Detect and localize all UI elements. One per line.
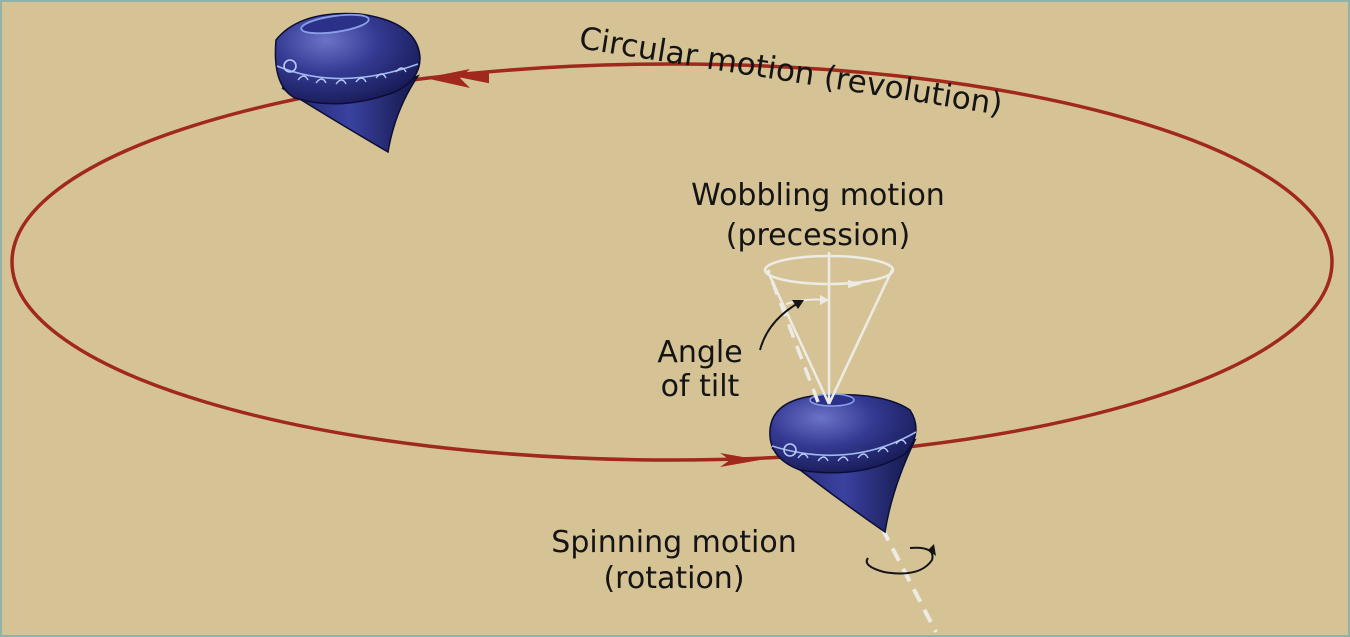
rotation-label-line2: (rotation)	[603, 561, 744, 596]
tilt-pointer-arrow	[759, 301, 801, 351]
rotation-axis-lower	[880, 527, 938, 633]
orbit-arrow-top	[457, 70, 489, 84]
precession-label-line1: Wobbling motion	[691, 178, 945, 213]
revolution-label: Circular motion (revolution)	[577, 20, 1005, 122]
precession-label-line2: (precession)	[726, 218, 911, 253]
tilt-label-line2: of tilt	[661, 369, 740, 404]
spinning-top-lower	[769, 393, 938, 633]
precession-circle	[763, 254, 895, 286]
orbit-arrow-bottom	[720, 453, 760, 467]
orbit-path	[10, 62, 1334, 467]
rotation-arrow	[865, 544, 936, 575]
orbit-arrow-top-head	[425, 69, 470, 88]
precession-cone	[763, 252, 895, 405]
spinning-top-upper	[274, 12, 421, 154]
rotation-label-line1: Spinning motion	[551, 525, 796, 560]
tilt-label-line1: Angle	[657, 335, 742, 370]
precession-arrowhead	[848, 280, 862, 288]
